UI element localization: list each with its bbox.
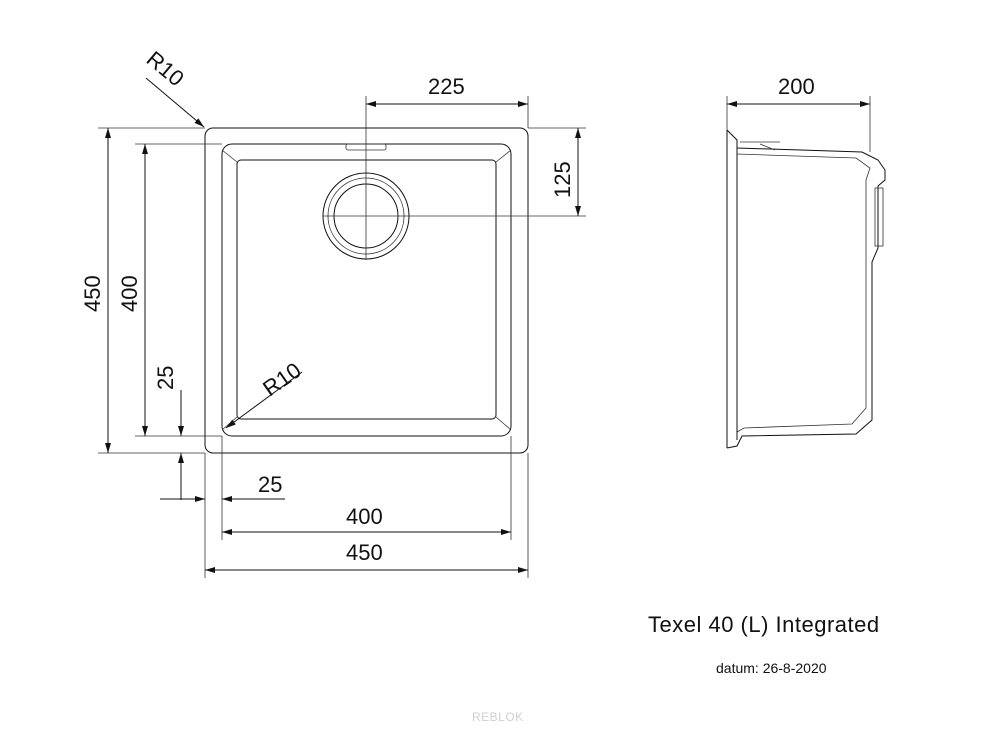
product-title: Texel 40 (L) Integrated xyxy=(648,612,880,637)
dim-400-vertical-label: 400 xyxy=(117,275,142,312)
sink-top-view xyxy=(204,96,586,454)
bevel-line xyxy=(495,149,512,163)
watermark: REBLOK xyxy=(472,710,524,724)
dim-200-label: 200 xyxy=(778,74,815,99)
sink-side-view xyxy=(726,129,886,449)
dim-25-vertical-label: 25 xyxy=(153,366,178,390)
sink-basin-floor xyxy=(236,159,497,420)
dim-450-vertical-label: 450 xyxy=(80,275,105,312)
dim-125-label: 125 xyxy=(550,161,575,198)
dim-25-horizontal-label: 25 xyxy=(258,472,282,497)
radius-outer-leader xyxy=(145,77,205,128)
bevel-line xyxy=(221,416,238,431)
dim-400-horizontal-label: 400 xyxy=(346,504,383,529)
dim-450-horizontal-label: 450 xyxy=(346,540,383,565)
radius-inner-label: R10 xyxy=(258,358,305,402)
bevel-line xyxy=(495,416,512,431)
sink-outer-outline xyxy=(204,127,529,454)
dim-225-label: 225 xyxy=(428,74,465,99)
drawing-date: datum: 26-8-2020 xyxy=(716,660,827,676)
radius-outer-label: R10 xyxy=(142,46,189,91)
radius-inner-leader xyxy=(225,371,303,429)
bevel-line xyxy=(221,149,238,163)
